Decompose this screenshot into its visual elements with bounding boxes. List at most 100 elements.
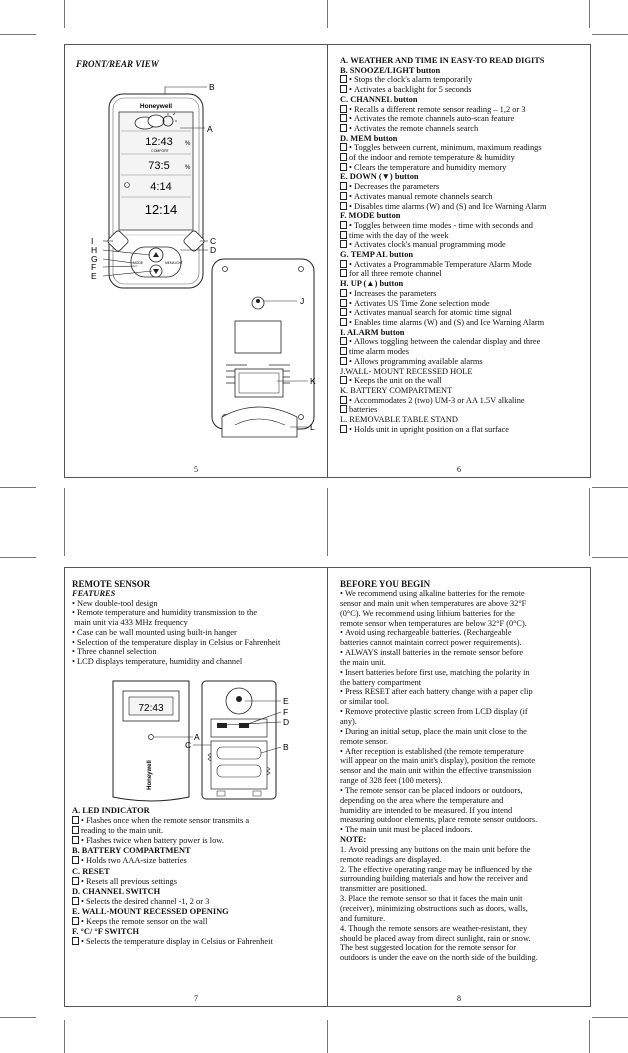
list-item: • Avoid using rechargeable batteries. (R… (340, 628, 584, 638)
checkbox-glyph-icon (72, 876, 79, 885)
checkbox-glyph-icon (72, 856, 79, 865)
line-text: time with the day of the week (349, 230, 449, 240)
list-item: • Remote temperature and humidity transm… (72, 608, 321, 618)
checkbox-glyph-icon (340, 347, 347, 356)
list-item: of the indoor and remote temperature & h… (340, 153, 584, 163)
callout-lines (102, 86, 308, 428)
list-item: J.WALL- MOUNT RECESSED HOLE (340, 367, 584, 377)
list-item: • Toggles between current, minimum, maxi… (340, 143, 584, 153)
checkbox-glyph-icon (340, 123, 347, 132)
checkbox-glyph-icon (340, 162, 347, 171)
sensor-callout-f: F (283, 707, 288, 717)
list-item: • Press RESET after each battery change … (340, 687, 584, 697)
list-item: • Holds two AAA-size batteries (72, 856, 273, 866)
list-item: • Activates a backlight for 5 seconds (340, 85, 584, 95)
checkbox-glyph-icon (340, 424, 347, 433)
line-text: • Activates the remote channels search (349, 123, 479, 133)
mem-button-label[interactable]: MEM/LIGHT (165, 261, 183, 265)
line-text: • Holds two AAA-size batteries (81, 856, 187, 866)
list-item: • Selects the temperature display in Cel… (72, 937, 273, 947)
brand-logo: Honeywell (140, 103, 172, 110)
section-heading: A. LED INDICATOR (72, 806, 273, 816)
line-text: • Toggles between time modes - time with… (349, 220, 533, 230)
sensor-callout-b: B (283, 742, 289, 752)
line-text: • Activates US Time Zone selection mode (349, 298, 490, 308)
fold-line (327, 568, 328, 1006)
line-text: • We recommend using alkaline batteries … (340, 589, 525, 598)
checkbox-glyph-icon (340, 308, 347, 317)
checkbox-glyph-icon (340, 240, 347, 249)
section-heading: H. UP (▲) button (340, 279, 584, 289)
list-item: • Insert batteries before first use, mat… (340, 668, 584, 678)
line-text: or similar tool. (340, 697, 390, 707)
list-item: 3. Place the remote sensor so that it fa… (340, 894, 584, 904)
line-text: of the indoor and remote temperature & h… (349, 153, 515, 163)
list-item: • Decreases the parameters (340, 182, 584, 192)
line-text: • Activates a backlight for 5 seconds (349, 85, 472, 95)
line-text: (0°C). We recommend using lithium batter… (340, 608, 515, 618)
section-heading: B. BATTERY COMPARTMENT (72, 846, 273, 856)
line-text: measuring outdoor elements, place remote… (340, 815, 538, 825)
line-text: I. ALARM button (340, 327, 405, 337)
list-item: • Toggles between time modes - time with… (340, 220, 584, 231)
checkbox-glyph-icon (72, 937, 79, 946)
line-text: the battery compartment (340, 677, 422, 687)
line-text: • Activates manual search for atomic tim… (349, 308, 512, 318)
line-text: H. UP (▲) button (340, 279, 404, 289)
line-text: • Activates clock's manual programming m… (349, 240, 506, 250)
unit-switch[interactable] (239, 723, 249, 728)
channel-switch[interactable] (217, 723, 227, 728)
line-text: 4. Though the remote sensors are weather… (340, 923, 528, 933)
line-text: F. MODE button (340, 211, 401, 221)
list-item: for all three remote channel (340, 269, 584, 279)
list-item: the battery compartment (340, 678, 584, 688)
remote-sensor-back (201, 680, 277, 800)
list-item: • Flashes once when the remote sensor tr… (72, 816, 273, 826)
line-text: • Activates a Programmable Temperature A… (349, 259, 532, 269)
checkbox-glyph-icon (340, 201, 347, 210)
section-heading: G. TEMP AL button (340, 250, 584, 260)
line-text: A. WEATHER AND TIME IN EASY-TO READ DIGI… (340, 56, 545, 65)
page-5: FRONT/REAR VIEW Honeywell 12:43 (65, 45, 327, 477)
checkbox-glyph-icon (340, 376, 347, 385)
line-text: batteries cannot maintain correct power … (340, 638, 522, 648)
list-item: remote readings are displayed. (340, 855, 584, 865)
list-item: • New double-tool design (72, 599, 321, 609)
line-text: remote sensor when temperatures are belo… (340, 618, 527, 628)
alarm-bell-icon (124, 182, 130, 188)
list-item: (receiver), minimizing obstructions such… (340, 904, 584, 914)
line-text: • Three channel selection (72, 647, 157, 657)
page-7: REMOTE SENSOR FEATURES • New double-tool… (65, 568, 327, 1006)
line-text: • The main unit must be placed indoors. (340, 825, 473, 835)
line-text: • Toggles between current, minimum, maxi… (349, 143, 542, 153)
line-text: main unit via 433 MHz frequency (72, 618, 188, 628)
sensor-callout-a: A (194, 732, 200, 742)
mode-button-label[interactable]: MODE (133, 261, 144, 265)
line-text: • Activates manual remote channels searc… (349, 191, 493, 201)
line-text: remote readings are displayed. (340, 854, 442, 864)
line-text: • Flashes once when the remote sensor tr… (81, 816, 250, 826)
section-title: REMOTE SENSOR (72, 579, 151, 589)
sheet-pages-5-6: FRONT/REAR VIEW Honeywell 12:43 (64, 44, 591, 478)
list-item: time with the day of the week (340, 230, 584, 241)
list-item: sensor and the main unit within the effe… (340, 766, 584, 776)
remote-sensor-diagram: 72:43 Honeywell (112, 680, 289, 802)
line-text: • Avoid using rechargeable batteries. (R… (340, 628, 512, 638)
list-item: • Activates manual search for atomic tim… (340, 308, 584, 318)
line-text: C. RESET (72, 866, 110, 876)
line-text: sensor and the main unit within the effe… (340, 766, 532, 776)
list-item: • Increases the parameters (340, 288, 584, 299)
list-item: • Stops the clock's alarm temporarily (340, 75, 584, 85)
button-channel[interactable] (183, 230, 206, 253)
button-alarm[interactable] (107, 230, 130, 253)
line-text: (receiver), minimizing obstructions such… (340, 904, 528, 913)
callout-l: L (310, 422, 315, 432)
line-text: surrounding building materials and how t… (340, 874, 528, 884)
line-text: • Decreases the parameters (349, 182, 440, 192)
list-item: batteries (340, 405, 584, 415)
list-item: • Activates manual remote channels searc… (340, 191, 584, 202)
line-text: E. WALL-MOUNT RECESSED OPENING (72, 906, 229, 916)
line-text: • Allows toggling between the calendar d… (349, 337, 541, 347)
line-text: • Recalls a different remote sensor read… (349, 104, 526, 114)
page-number: 6 (457, 465, 461, 474)
